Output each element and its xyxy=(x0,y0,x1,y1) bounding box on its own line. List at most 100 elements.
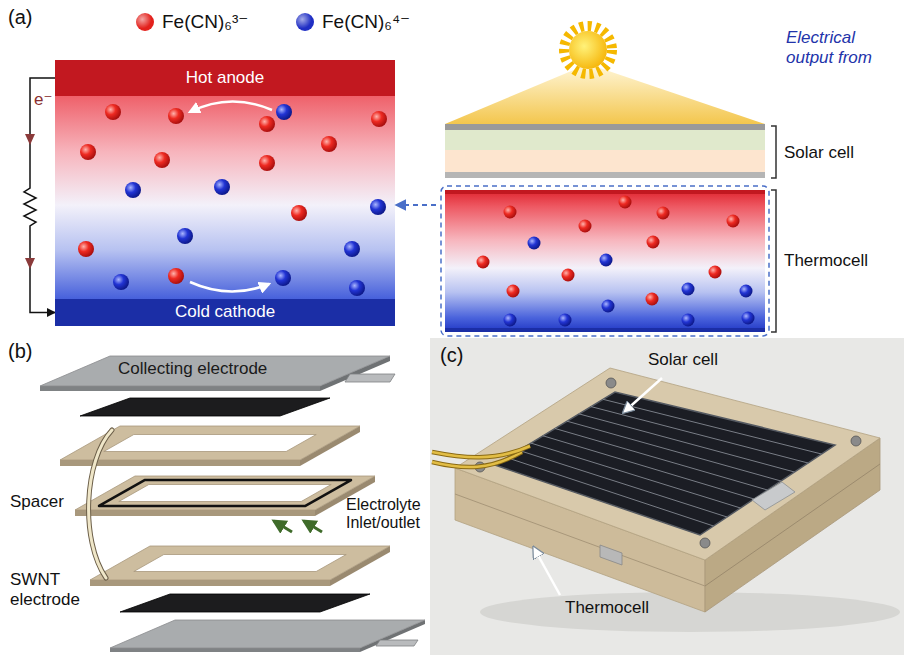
ferricyanide-ion xyxy=(619,196,632,209)
part-label: Solar cell xyxy=(784,143,854,163)
ferrocyanide-ion xyxy=(275,270,291,286)
ferrocyanide-ion xyxy=(276,104,292,120)
ferricyanide-ion xyxy=(562,269,575,282)
frame-hole xyxy=(119,485,331,502)
frame-top xyxy=(90,546,390,580)
plate-top xyxy=(110,620,425,648)
plate-side xyxy=(40,386,320,391)
electrode-label: Cold cathode xyxy=(175,302,275,322)
ferrocyanide-ion xyxy=(742,312,755,325)
ferrocyanide-ion xyxy=(113,104,386,296)
screw xyxy=(606,378,616,388)
spacer-frame xyxy=(60,426,360,466)
ferricyanide-ion xyxy=(78,241,94,257)
solar-layer xyxy=(445,130,765,150)
caption-note: Electrical output from xyxy=(786,28,898,67)
frame-hole xyxy=(134,555,346,572)
ferrocyanide-ion xyxy=(504,237,755,327)
ferricyanide-ion xyxy=(657,207,670,220)
solar-layer xyxy=(445,172,765,178)
reaction-arrow xyxy=(190,101,272,112)
solar-gridline xyxy=(567,421,781,481)
screw xyxy=(700,538,710,548)
ferricyanide-ion xyxy=(80,144,96,160)
ferricyanide-ion xyxy=(371,111,387,127)
thermocell-body xyxy=(55,60,395,324)
solar-layer xyxy=(445,124,765,130)
zoom-frame xyxy=(441,186,769,336)
spacer-bracket xyxy=(89,430,112,578)
flow-arrow xyxy=(304,521,322,532)
spacer-frame xyxy=(90,546,390,586)
current-arrow xyxy=(25,258,35,269)
ferricyanide-ion xyxy=(78,104,387,284)
electron-label: e⁻ xyxy=(34,90,52,110)
ferricyanide-ion xyxy=(647,236,660,249)
ferrocyanide-ion xyxy=(214,179,230,195)
gasket xyxy=(99,480,351,506)
part-label: Spacer xyxy=(10,492,64,512)
ferricyanide-ion xyxy=(709,266,722,279)
metal-tab xyxy=(600,545,622,565)
ferrocyanide-ion xyxy=(528,237,541,250)
solar-gridline xyxy=(507,399,822,526)
spacer-frame xyxy=(75,476,375,516)
plate-tab xyxy=(345,374,395,382)
bracket xyxy=(771,190,776,332)
electrode-band: Hot anode xyxy=(55,60,395,96)
zoom-arrow xyxy=(404,204,436,206)
solar-gridline xyxy=(591,407,808,463)
ferricyanide-ion xyxy=(504,206,517,219)
swnt-sheet xyxy=(120,594,370,612)
solar-gridline xyxy=(519,450,727,517)
resistor-symbol xyxy=(24,182,36,228)
solar-panel xyxy=(495,392,835,535)
ferricyanide-ion xyxy=(507,285,520,298)
hot-electrode xyxy=(445,190,765,194)
ferrocyanide-ion xyxy=(504,314,517,327)
solar-layer xyxy=(445,150,765,172)
solar-gridline xyxy=(603,399,822,454)
collecting-electrode-plate xyxy=(40,356,395,391)
ferrocyanide-ion xyxy=(740,285,753,298)
sunlight-beam xyxy=(445,64,765,124)
solar-gridline xyxy=(531,443,741,508)
metal-tab xyxy=(752,482,795,510)
legend-swatch xyxy=(296,13,314,31)
ferrocyanide-ion xyxy=(113,274,129,290)
ferrocyanide-ion xyxy=(370,199,386,215)
ferrocyanide-ion xyxy=(344,241,360,257)
reaction-arrow xyxy=(190,282,269,292)
part-label: Thermocell xyxy=(784,251,868,271)
panel-label: (c) xyxy=(440,344,463,367)
solar-gridline xyxy=(543,436,754,499)
ferricyanide-ion xyxy=(168,268,184,284)
cold-electrode xyxy=(445,328,765,332)
legend-swatch xyxy=(136,13,154,31)
solar-gridline xyxy=(579,414,795,472)
legend-entry: Fe(CN)₆³⁻ xyxy=(136,10,248,33)
ferricyanide-ion xyxy=(168,108,184,124)
bracket xyxy=(771,126,776,178)
ferricyanide-ion xyxy=(321,136,337,152)
sun-rays xyxy=(564,26,612,74)
ferrocyanide-ion xyxy=(600,254,613,267)
current-arrow xyxy=(25,134,35,145)
legend-label: Fe(CN)₆³⁻ xyxy=(162,10,248,33)
ferricyanide-ion xyxy=(477,256,490,269)
swnt-sheet xyxy=(80,398,330,416)
wire xyxy=(432,446,530,457)
ferricyanide-ion xyxy=(259,116,275,132)
wire xyxy=(432,446,530,457)
spacer-bracket xyxy=(89,430,112,578)
part-label: SWNT electrode xyxy=(10,570,86,609)
plate-top xyxy=(40,356,390,386)
photo-background xyxy=(430,338,904,655)
ferricyanide-ion xyxy=(579,220,592,233)
thermocell-body xyxy=(445,190,765,332)
legend-entry: Fe(CN)₆⁴⁻ xyxy=(296,10,410,33)
frame-side xyxy=(90,580,330,586)
flow-arrow xyxy=(274,521,292,532)
pointer-arrow xyxy=(534,548,560,595)
electrode-band: Cold cathode xyxy=(55,299,395,326)
